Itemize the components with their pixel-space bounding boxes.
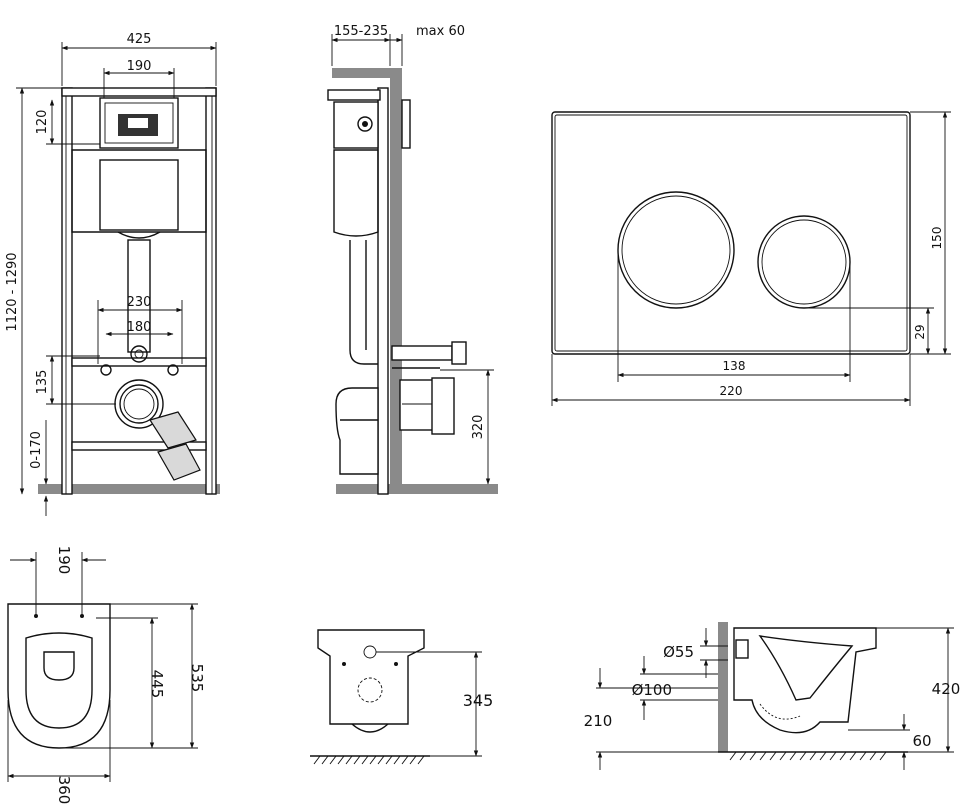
- floor-hatch-side: [729, 751, 887, 761]
- bowl-top-view: 190 445 535 360: [7, 546, 206, 805]
- flush-plate-view: 150 29 138 220: [551, 111, 951, 406]
- outlet-diameter-label: Ø100: [632, 681, 672, 699]
- bolt-spacing-outer-label: 230: [127, 295, 152, 310]
- plate-height-label: 150: [930, 227, 944, 250]
- bowl-length-label: 535: [188, 664, 206, 693]
- frame-width-label: 425: [127, 32, 152, 47]
- top-offset-label: 120: [35, 110, 50, 135]
- bowl-height-label: 420: [932, 680, 961, 698]
- outlet-axis-height-label: 210: [584, 712, 613, 730]
- pipe-height-label: 320: [471, 415, 486, 440]
- frame-front-view: 425 190 120 1120 - 1290 230 180 135 0-17…: [5, 32, 220, 516]
- front-height-label: 345: [463, 691, 494, 710]
- max-wall-label: max 60: [416, 24, 465, 39]
- bowl-side-view: Ø55 Ø100 210 420 60: [584, 622, 961, 770]
- bowl-front-view: 345: [310, 629, 494, 765]
- button-offset-label: 29: [913, 324, 927, 339]
- floor-clearance-label: 60: [912, 732, 931, 750]
- bowl-width-label: 360: [55, 776, 73, 805]
- bolt-spacing-inner-label: 180: [127, 320, 152, 335]
- floor-hatch: [313, 755, 425, 765]
- bowl-inner-length-label: 445: [148, 670, 166, 699]
- cistern-width-label: 190: [127, 59, 152, 74]
- frame-side-view: 155-235 max 60 320: [327, 24, 498, 495]
- button-span-label: 138: [723, 359, 746, 373]
- bowl-bolt-spacing-label: 190: [55, 546, 73, 575]
- depth-range-label: 155-235: [334, 24, 388, 39]
- outlet-height-label: 135: [35, 370, 50, 395]
- foot-adjust-label: 0-170: [29, 431, 44, 469]
- plate-width-label: 220: [720, 384, 743, 398]
- frame-height-label: 1120 - 1290: [5, 252, 20, 331]
- inlet-diameter-label: Ø55: [663, 643, 694, 661]
